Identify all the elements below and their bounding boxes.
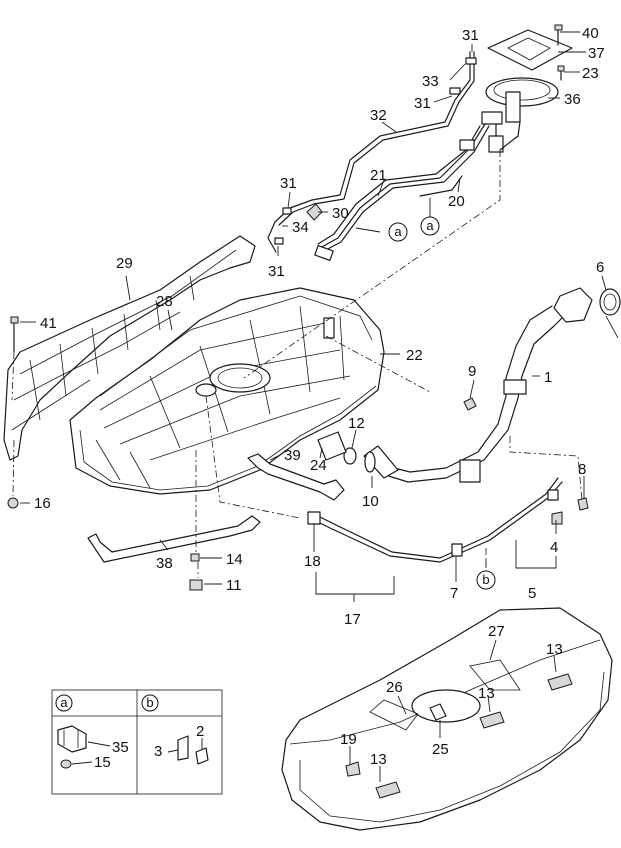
label-1: 1 <box>544 369 552 386</box>
tank-protector <box>281 607 613 831</box>
inlet-24 <box>317 431 347 461</box>
svg-text:b: b <box>482 572 489 587</box>
bolt-14 <box>190 553 200 562</box>
label-41: 41 <box>40 315 57 332</box>
label-29: 29 <box>116 255 133 272</box>
gasket-12 <box>343 447 357 465</box>
label-24: 24 <box>310 457 327 474</box>
label-7: 7 <box>450 585 458 602</box>
legend-box: a b <box>51 689 223 795</box>
legend-col-a: a <box>60 695 68 710</box>
fuel-tank <box>69 287 385 495</box>
label-30: 30 <box>332 205 349 222</box>
label-31: 31 <box>462 27 479 44</box>
label-13: 13 <box>546 641 563 658</box>
hose-10 <box>363 445 399 479</box>
label-12: 12 <box>348 415 365 432</box>
label-20: 20 <box>448 193 465 210</box>
marker-a-2: a <box>420 216 440 236</box>
label-31: 31 <box>268 263 285 280</box>
fuel-lines <box>267 51 490 262</box>
label-6: 6 <box>596 259 604 276</box>
label-14: 14 <box>226 551 243 568</box>
filler-neck <box>381 287 621 483</box>
label-19: 19 <box>340 731 357 748</box>
label-4: 4 <box>550 539 558 556</box>
label-28: 28 <box>156 293 173 310</box>
screw-40 <box>554 24 563 46</box>
label-5: 5 <box>528 585 536 602</box>
label-2: 2 <box>196 723 204 740</box>
label-17: 17 <box>344 611 361 628</box>
label-3: 3 <box>154 743 162 760</box>
label-36: 36 <box>564 91 581 108</box>
callout-labels: 40 37 31 23 33 31 36 32 31 21 30 34 20 3… <box>34 25 605 771</box>
fuel-pump-assembly <box>481 29 573 153</box>
vent-hoses <box>307 477 589 563</box>
label-10: 10 <box>362 493 379 510</box>
bolt-41 <box>10 316 19 353</box>
label-27: 27 <box>488 623 505 640</box>
label-40: 40 <box>582 25 599 42</box>
nut-16 <box>7 497 19 509</box>
label-16: 16 <box>34 495 51 512</box>
label-18: 18 <box>304 553 321 570</box>
label-38: 38 <box>156 555 173 572</box>
label-8: 8 <box>578 461 586 478</box>
label-39: 39 <box>284 447 301 464</box>
marker-b: b <box>476 570 496 590</box>
svg-text:a: a <box>394 224 402 239</box>
legend-col-b: b <box>146 695 153 710</box>
nut-11 <box>189 579 203 591</box>
label-21: 21 <box>370 167 387 184</box>
label-31: 31 <box>280 175 297 192</box>
label-33: 33 <box>422 73 439 90</box>
label-34: 34 <box>292 219 309 236</box>
heat-shield <box>3 235 256 461</box>
label-25: 25 <box>432 741 449 758</box>
leader-lines <box>20 31 607 782</box>
label-23: 23 <box>582 65 599 82</box>
label-32: 32 <box>370 107 387 124</box>
screw-23 <box>557 65 565 81</box>
label-15: 15 <box>94 754 111 771</box>
label-35: 35 <box>112 739 129 756</box>
screw-9 <box>463 397 477 411</box>
label-26: 26 <box>386 679 403 696</box>
svg-text:a: a <box>426 218 434 233</box>
label-9: 9 <box>468 363 476 380</box>
label-13: 13 <box>478 685 495 702</box>
label-22: 22 <box>406 347 423 364</box>
label-13: 13 <box>370 751 387 768</box>
marker-a-1: a <box>388 222 408 242</box>
connection-lines <box>11 150 583 578</box>
tank-strap-38 <box>87 515 261 563</box>
tank-strap-39 <box>247 453 345 501</box>
label-37: 37 <box>588 45 605 62</box>
label-31: 31 <box>414 95 431 112</box>
label-11: 11 <box>226 577 242 594</box>
